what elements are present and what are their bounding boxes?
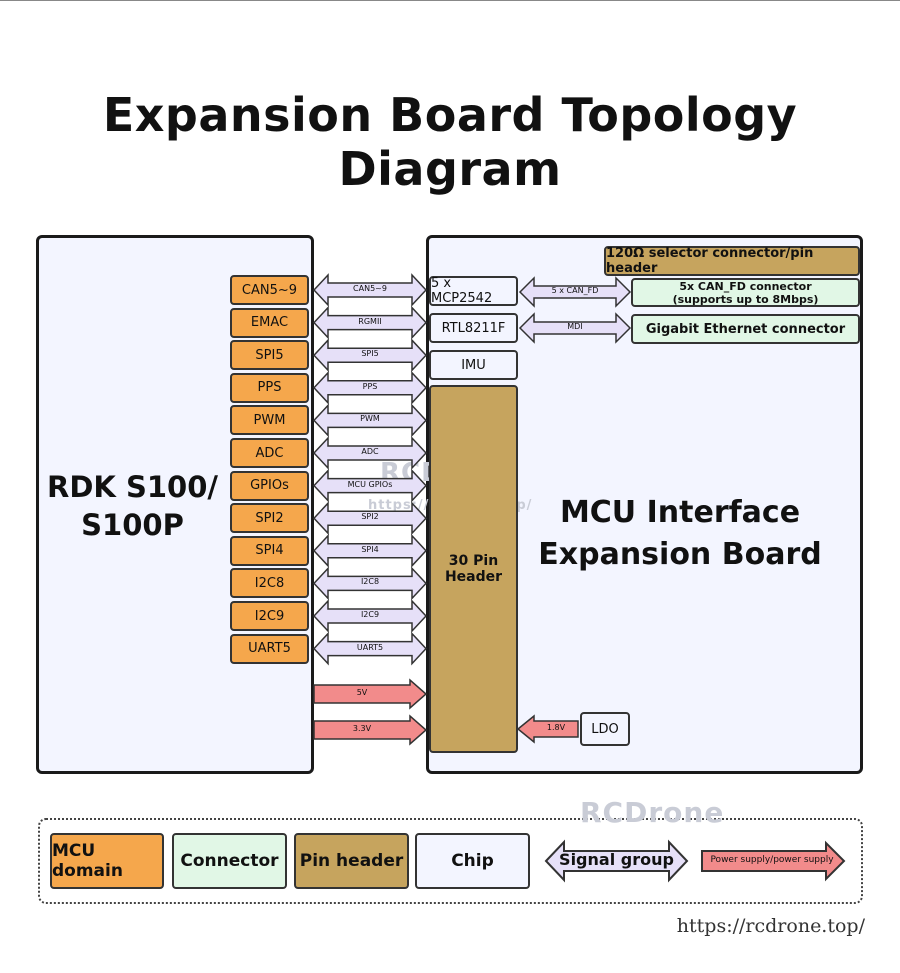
mcu-pin-box: GPIOs	[230, 470, 309, 501]
signal-arrow-label: SPI2	[361, 512, 379, 522]
rdk-board-label: RDK S100/ S100P	[40, 468, 225, 544]
mcu-pin-box: EMAC	[230, 307, 309, 338]
signal-arrow-label: ADC	[361, 447, 379, 456]
can-fd-connector-line1: 5x CAN_FD connector	[679, 279, 812, 293]
signal-arrow-label: PPS	[362, 381, 378, 391]
bottom-watermark: RCDrone	[580, 796, 725, 829]
mcu-pin-box: PPS	[230, 372, 309, 403]
power-arrow-label: 5V	[356, 688, 368, 697]
signal-arrow-label: SPI4	[361, 544, 379, 554]
30-pin-header: 30 Pin Header	[429, 385, 518, 753]
legend-pin-header: Pin header	[294, 833, 409, 889]
top-border-line	[0, 0, 900, 1]
legend-frame	[38, 818, 863, 904]
can-fd-connector-line2: (supports up to 8Mbps)	[672, 292, 819, 306]
legend-chip: Chip	[415, 833, 530, 889]
mcu-pin-box: I2C8	[230, 568, 309, 599]
ldo-power-label: 1.8V	[546, 723, 566, 732]
120-ohm-selector-connector: 120Ω selector connector/pin header	[604, 246, 860, 276]
power-arrow-label: 3.3V	[352, 724, 372, 733]
mcu-pin-box: PWM	[230, 405, 309, 436]
can-fd-connector: 5x CAN_FD connector (supports up to 8Mbp…	[631, 278, 860, 307]
ldo-chip: LDO	[580, 712, 630, 746]
pin-header-line1: 30 Pin	[448, 553, 499, 569]
mcu-pin-box: ADC	[230, 438, 309, 468]
mcu-pin-box: UART5	[230, 633, 309, 664]
imu-chip: IMU	[429, 350, 518, 380]
signal-arrow-label: CAN5~9	[353, 284, 387, 293]
mcp2542-chip: 5 x MCP2542	[429, 276, 518, 306]
mcu-pin-box: CAN5~9	[230, 275, 309, 305]
connector-signal-label: MDI	[567, 322, 583, 331]
rdk-board-label-line1: RDK S100/	[47, 470, 218, 504]
expansion-board-label-line1: MCU Interface	[559, 495, 801, 530]
signal-arrow-label: RGMII	[358, 316, 382, 326]
page-title: Expansion Board Topology Diagram	[102, 88, 798, 196]
expansion-board-label: MCU Interface Expansion Board	[530, 492, 830, 576]
signal-arrow-label: I2C9	[360, 610, 380, 619]
legend-connector: Connector	[172, 833, 287, 889]
gigabit-ethernet-connector: Gigabit Ethernet connector	[631, 314, 860, 344]
signal-arrow-label: I2C8	[360, 577, 380, 587]
signal-arrow-label: PWM	[360, 414, 380, 424]
rtl8211f-chip: RTL8211F	[429, 313, 518, 343]
legend-signal-label: Signal group	[559, 850, 674, 869]
connector-signal-label: 5 x CAN_FD	[551, 286, 599, 295]
mcu-pin-box: SPI2	[230, 503, 309, 534]
rdk-board-label-line2: S100P	[81, 508, 184, 542]
legend-signal-arrow	[544, 839, 689, 883]
legend-mcu-domain: MCU domain	[50, 833, 164, 889]
expansion-board-label-line2: Expansion Board	[538, 537, 822, 572]
site-url[interactable]: https://rcdrone.top/	[676, 915, 865, 937]
signal-arrow-label: UART5	[356, 642, 384, 652]
pin-header-line2: Header	[444, 569, 503, 585]
mcu-pin-box: SPI4	[230, 535, 309, 566]
legend-power-arrow	[701, 840, 846, 882]
mcu-pin-box: I2C9	[230, 601, 309, 631]
legend-power-label: Power supply/power supply	[710, 855, 834, 865]
signal-arrow-label: SPI5	[361, 349, 379, 359]
mcu-pin-box: SPI5	[230, 340, 309, 371]
signal-arrow-label: MCU GPIOs	[347, 479, 393, 489]
